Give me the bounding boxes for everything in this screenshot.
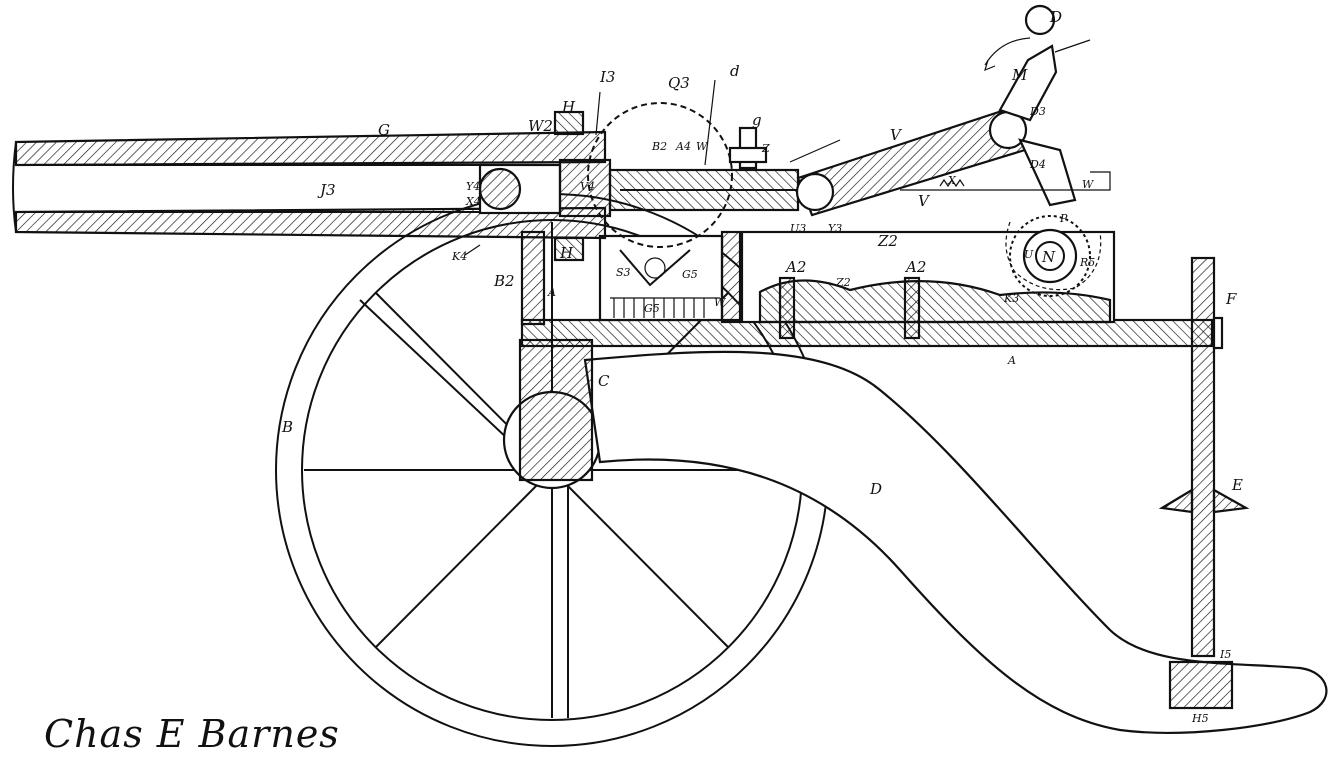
bolt-a2-left bbox=[778, 276, 796, 340]
breech-plug bbox=[478, 167, 522, 211]
label-lever-v-lower: V bbox=[918, 192, 931, 210]
label-gear-p: P bbox=[1059, 212, 1068, 225]
elevating-nut-left bbox=[1158, 488, 1194, 514]
label-lock: V4 bbox=[580, 180, 595, 193]
label-nut-h: H bbox=[561, 98, 576, 116]
label-post-base: H5 bbox=[1191, 712, 1209, 725]
label-cam-g: G5 bbox=[682, 268, 698, 281]
label-barrel-inner: J3 bbox=[317, 181, 336, 199]
label-cam-g-lower: G5 bbox=[644, 302, 660, 315]
axle-block bbox=[518, 338, 594, 482]
labels: G J3 Y4 X4 V4 H W2 H I3 Q3 d B2 A4 W g Z… bbox=[281, 8, 1243, 725]
lever-link bbox=[795, 108, 1028, 217]
label-nut-w: W2 bbox=[528, 117, 553, 135]
label-crank-m: M bbox=[1011, 66, 1028, 84]
label-bolt-a2-left: A2 bbox=[784, 258, 806, 276]
label-gear-n: N bbox=[1041, 248, 1056, 266]
label-bolt-sub-w: W bbox=[696, 140, 709, 153]
label-needle: d bbox=[730, 62, 740, 80]
label-post: F bbox=[1225, 290, 1237, 308]
label-pivot-y: Y3 bbox=[828, 222, 842, 235]
label-cylinder: Q3 bbox=[668, 74, 690, 92]
label-crank: D bbox=[1049, 8, 1062, 26]
label-crank-d-lower: D4 bbox=[1029, 158, 1046, 171]
top-nut bbox=[553, 110, 585, 136]
rotation-arrow bbox=[984, 37, 1031, 66]
leader-lines bbox=[464, 39, 1091, 256]
gear-assembly bbox=[1005, 215, 1102, 297]
spring bbox=[939, 178, 965, 188]
frame-plate bbox=[520, 318, 1214, 348]
crank-handle bbox=[984, 4, 1077, 207]
label-cam-w: W bbox=[714, 296, 727, 309]
label-frame-a: A bbox=[547, 286, 556, 299]
barrel bbox=[12, 130, 607, 240]
label-bolt-a2-right: A2 bbox=[904, 258, 926, 276]
label-nut-h-lower: H bbox=[559, 244, 574, 262]
label-frame-a-bottom: A bbox=[1007, 354, 1016, 367]
cam-fork bbox=[619, 249, 691, 287]
label-wheel: B bbox=[281, 418, 293, 436]
inventor-signature: Chas E Barnes bbox=[44, 712, 340, 756]
label-gear-r: R5 bbox=[1079, 256, 1095, 269]
label-axle: C bbox=[598, 372, 610, 390]
label-elevating-nut: E bbox=[1231, 476, 1243, 494]
bolt-a2-right bbox=[903, 276, 921, 340]
label-frame-z-mid: Z2 bbox=[835, 276, 851, 289]
label-post-foot: I5 bbox=[1219, 648, 1231, 661]
label-link-k: K4 bbox=[451, 250, 467, 263]
label-trail: D bbox=[869, 480, 882, 498]
label-top-i: I3 bbox=[599, 68, 615, 86]
label-spring-w: W bbox=[1082, 178, 1095, 191]
label-cam-s: S3 bbox=[616, 266, 631, 279]
label-link-z: Z bbox=[761, 142, 770, 155]
elevating-post bbox=[1190, 256, 1216, 658]
label-gear-u: U bbox=[1024, 248, 1034, 261]
post-base bbox=[1168, 660, 1234, 710]
cam-roller bbox=[644, 257, 666, 279]
label-barrel: G bbox=[378, 121, 390, 139]
spring-bar bbox=[900, 171, 1111, 191]
label-bolt-sub-a: A4 bbox=[675, 140, 691, 153]
frame-upright bbox=[520, 230, 546, 326]
cam-teeth bbox=[613, 298, 705, 318]
post-bolt bbox=[1212, 316, 1224, 350]
label-breech-b: B2 bbox=[493, 272, 515, 290]
label-breech-plug-sub: X4 bbox=[465, 195, 481, 208]
label-tray: K3 bbox=[1003, 292, 1019, 305]
tray bbox=[758, 279, 1112, 324]
label-bolt: B2 bbox=[651, 140, 667, 153]
housing-wall bbox=[720, 230, 742, 324]
crank-knob bbox=[1024, 4, 1056, 36]
label-crank-d: D3 bbox=[1029, 105, 1046, 118]
label-screw-g: g bbox=[752, 111, 762, 129]
label-spring-x: X bbox=[947, 174, 957, 187]
label-lever-v: V bbox=[890, 126, 903, 144]
trail bbox=[583, 350, 1328, 734]
label-frame-z: Z2 bbox=[877, 232, 898, 250]
label-breech-plug: Y4 bbox=[466, 180, 480, 193]
gear-hub bbox=[1022, 228, 1078, 284]
label-pivot-u: U3 bbox=[790, 222, 806, 235]
bottom-nut bbox=[553, 236, 585, 262]
elevating-nut-right bbox=[1212, 488, 1250, 514]
screw-g-head bbox=[728, 146, 768, 164]
